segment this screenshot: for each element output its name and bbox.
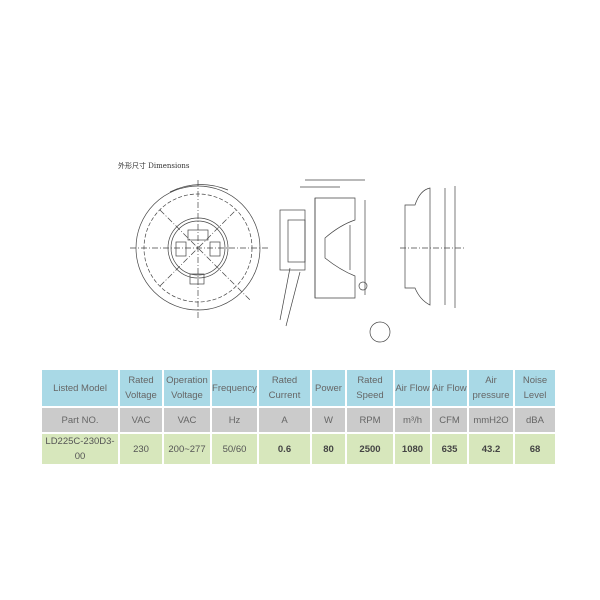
header-cell: Air pressure <box>469 370 513 406</box>
unit-cell: RPM <box>347 406 393 432</box>
front-view <box>130 180 301 327</box>
value-cell: LD225C-230D3-00 <box>42 432 118 464</box>
unit-cell: W <box>312 406 345 432</box>
unit-cell: dBA <box>515 406 555 432</box>
header-cell: Listed Model <box>42 370 118 406</box>
dimension-drawing <box>130 179 465 343</box>
values-row: LD225C-230D3-00 230 200~277 50/60 0.6 80… <box>42 432 555 464</box>
unit-cell: Hz <box>212 406 257 432</box>
value-cell: 43.2 <box>469 432 513 464</box>
value-cell: 50/60 <box>212 432 257 464</box>
value-cell: 635 <box>432 432 467 464</box>
units-row: Part NO. VAC VAC Hz A W RPM m³/h CFM mmH… <box>42 406 555 432</box>
header-cell: Air Flow <box>432 370 467 406</box>
unit-cell: m³/h <box>395 406 430 432</box>
value-cell: 1080 <box>395 432 430 464</box>
header-row: Listed Model Rated Voltage Operation Vol… <box>42 370 555 406</box>
unit-cell: VAC <box>120 406 162 432</box>
unit-cell: VAC <box>164 406 210 432</box>
header-cell: Air Flow <box>395 370 430 406</box>
header-cell: Noise Level <box>515 370 555 406</box>
header-cell: Frequency <box>212 370 257 406</box>
inlet-ring-view <box>400 186 465 308</box>
header-cell: Rated Current <box>259 370 310 406</box>
value-cell: 200~277 <box>164 432 210 464</box>
header-cell: Power <box>312 370 345 406</box>
value-cell: 0.6 <box>259 432 310 464</box>
header-cell: Rated Voltage <box>120 370 162 406</box>
value-cell: 230 <box>120 432 162 464</box>
unit-cell: mmH2O <box>469 406 513 432</box>
drawing-title: 外形尺寸 Dimensions <box>118 162 190 170</box>
value-cell: 68 <box>515 432 555 464</box>
value-cell: 80 <box>312 432 345 464</box>
spec-table: Listed Model Rated Voltage Operation Vol… <box>40 370 557 464</box>
unit-cell: A <box>259 406 310 432</box>
unit-cell: Part NO. <box>42 406 118 432</box>
value-cell: 2500 <box>347 432 393 464</box>
unit-cell: CFM <box>432 406 467 432</box>
side-view <box>279 179 391 343</box>
header-cell: Operation Voltage <box>164 370 210 406</box>
header-cell: Rated Speed <box>347 370 393 406</box>
